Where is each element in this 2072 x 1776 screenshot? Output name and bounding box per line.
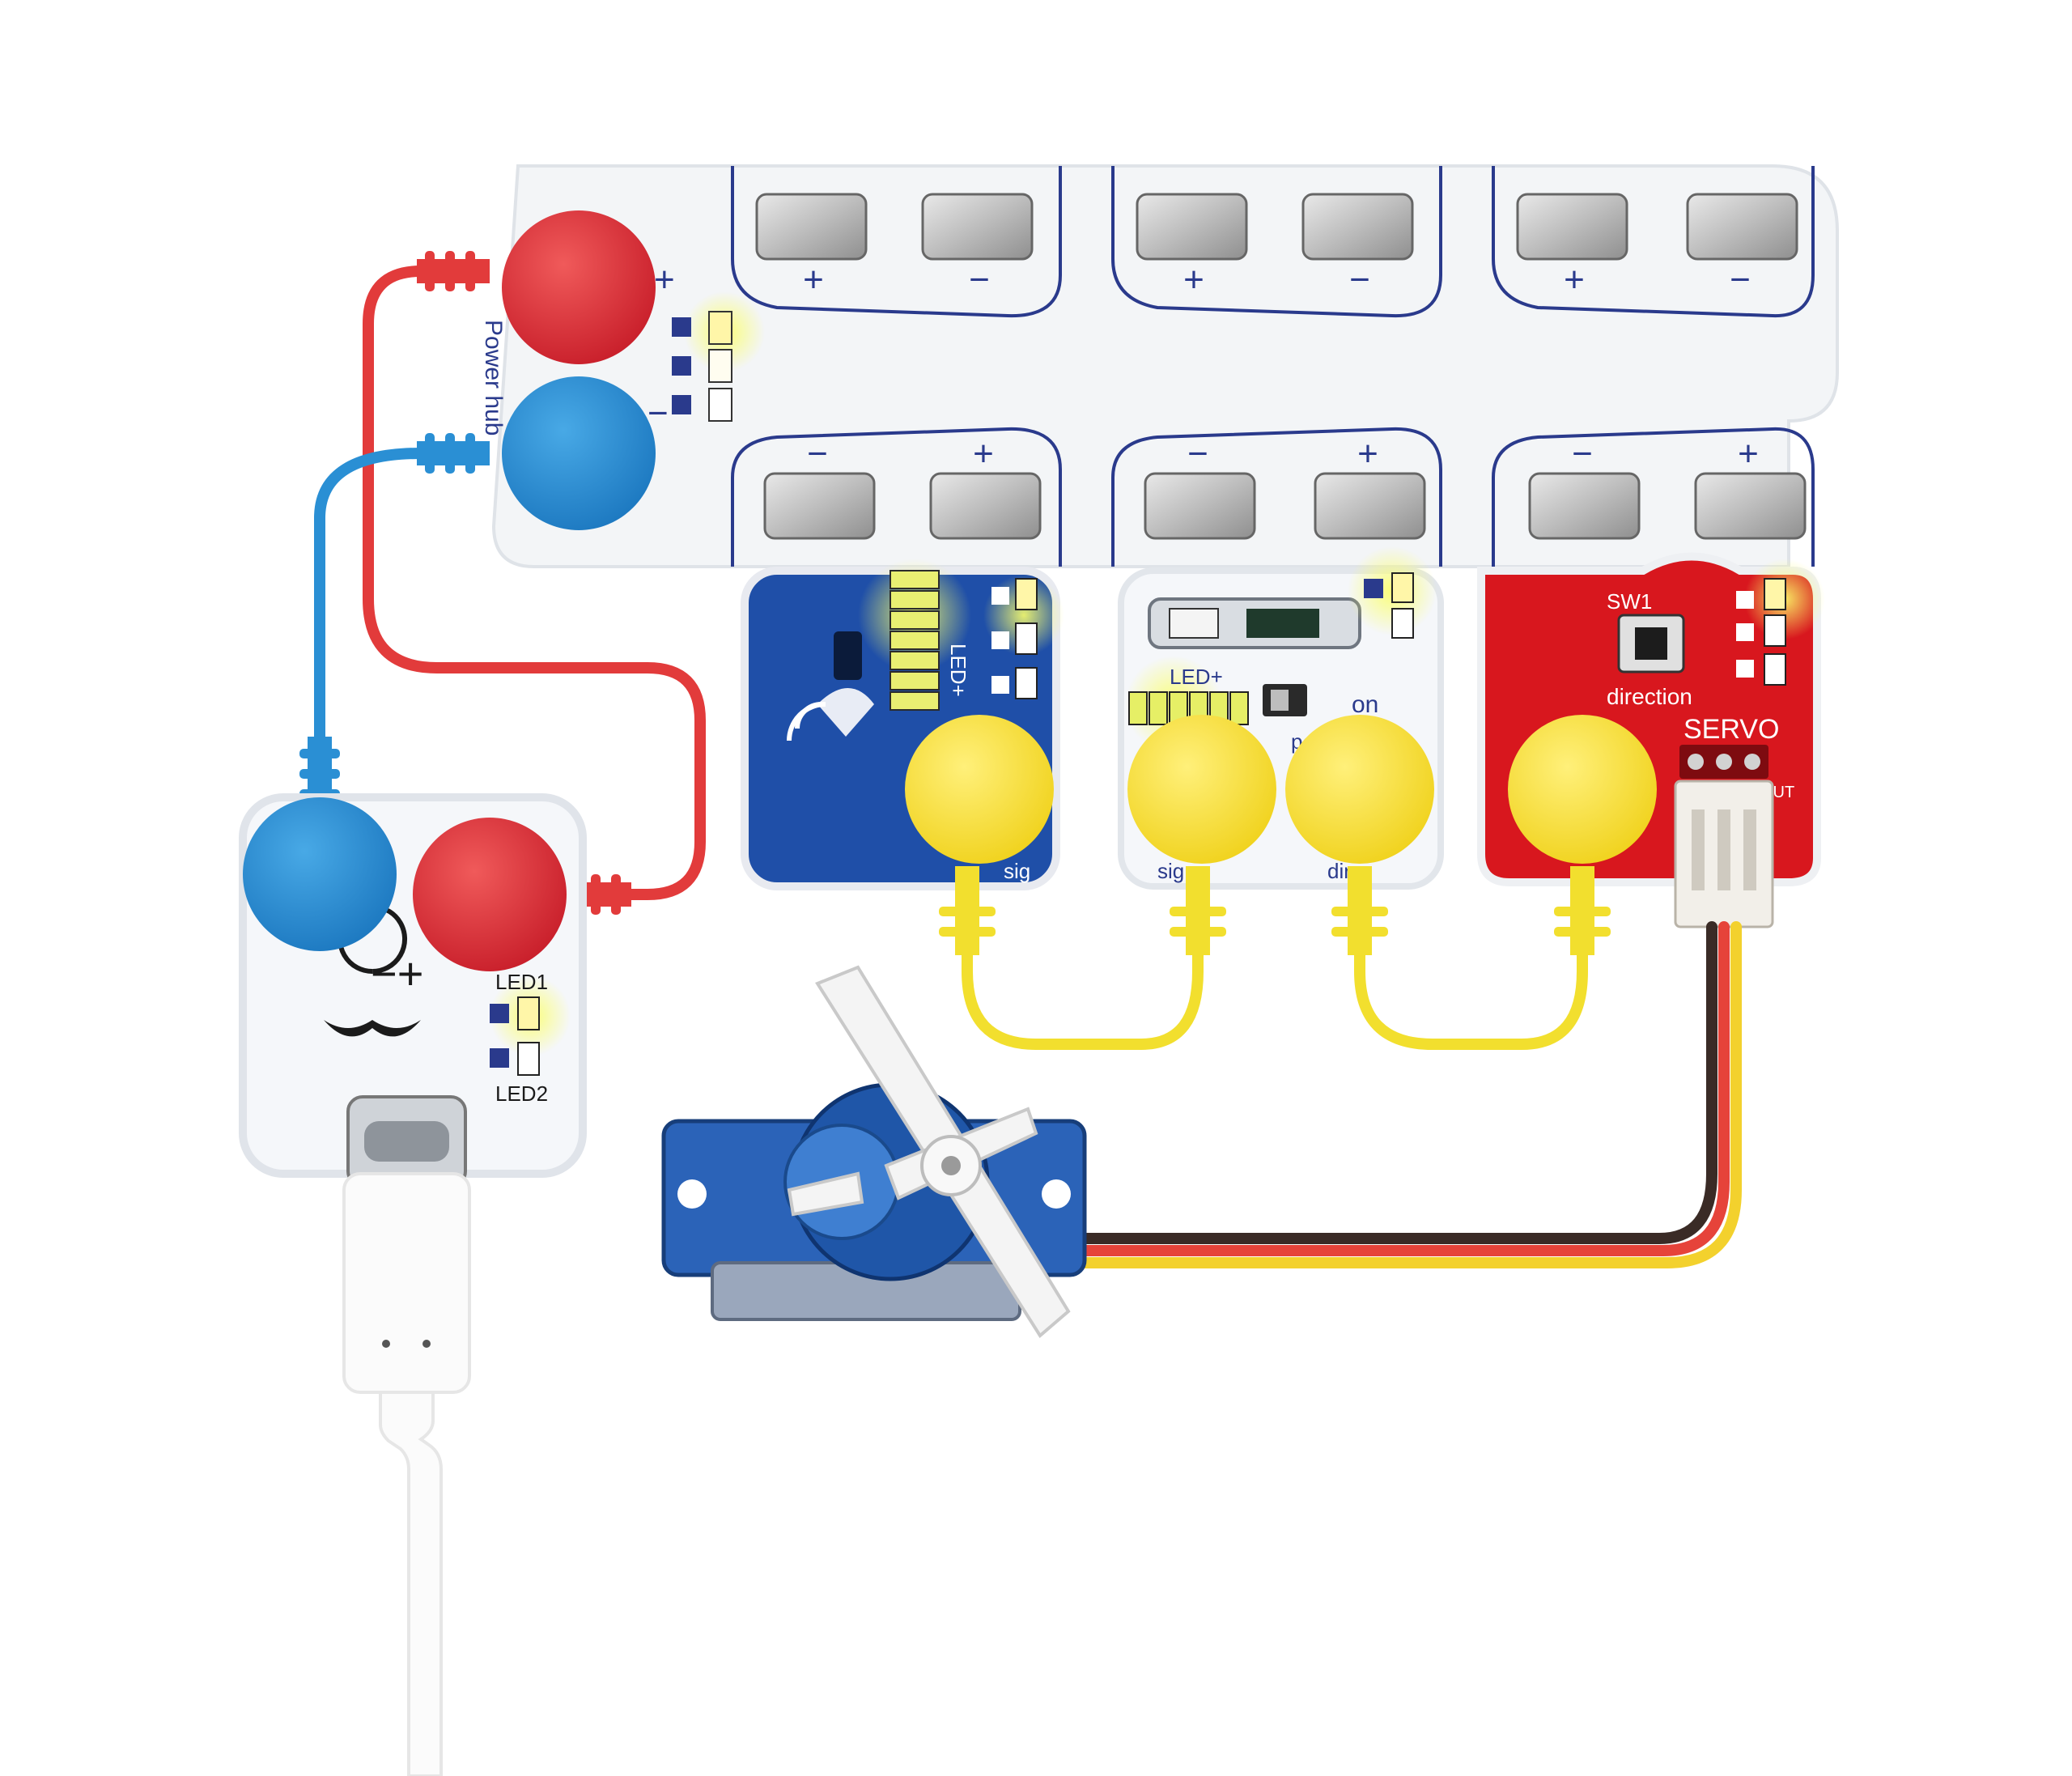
port-sign-top-4: −: [1349, 260, 1370, 300]
port-sign-top-3: +: [1183, 260, 1204, 300]
usb-status-leds: [490, 975, 571, 1076]
mustache-icon: [324, 1020, 421, 1037]
power-wires: [314, 266, 706, 900]
servo-switch-label: SW1: [1607, 589, 1652, 614]
hub-minus-sign: −: [648, 393, 669, 433]
blue-dot-usb-minus[interactable]: [243, 797, 397, 951]
usb-cable: [342, 1172, 471, 1776]
blue-dot-hub-minus[interactable]: [502, 376, 656, 530]
yellow-wires: [962, 877, 1588, 1050]
sound-led-label: LED+: [946, 644, 970, 697]
port-sign-bottom-4: +: [1357, 434, 1378, 474]
port-sign-bottom-6: +: [1738, 434, 1759, 474]
usb-power-module: −+ LED1 LED2: [239, 793, 587, 1188]
square-icon: [672, 356, 691, 376]
check-icon: [672, 317, 691, 337]
servo-motor: [661, 965, 1087, 1339]
red-dot-usb-plus[interactable]: [413, 818, 567, 971]
servo-cable: [1079, 921, 1742, 1268]
servo-direction-label: direction: [1607, 684, 1692, 709]
hub-plus-sign: +: [654, 260, 675, 300]
port-sign-bottom-1: −: [807, 434, 828, 474]
power-hub-board: + − + − + − − + − + − + + − Power hub: [480, 164, 1839, 568]
hub-bottom-pads: [763, 472, 1807, 540]
power-minus-plus-icon: −+: [371, 948, 423, 999]
sensor-chip: [834, 631, 862, 680]
port-sign-bottom-2: +: [973, 434, 994, 474]
port-sign-top-2: −: [969, 260, 990, 300]
cross-icon: [672, 395, 691, 414]
led2-label: LED2: [495, 1081, 548, 1106]
yellow-connectors[interactable]: [905, 715, 1657, 955]
pot-sig-label: sig: [1157, 859, 1184, 883]
hub-power-label: Power hub: [480, 320, 507, 436]
hub-top-pads: [755, 193, 1798, 261]
servo-title-label: SERVO: [1684, 714, 1779, 745]
led1-label: LED1: [495, 970, 548, 994]
sound-sig-label: sig: [1004, 859, 1030, 883]
slider-knob[interactable]: [1169, 608, 1219, 639]
pot-led-label: LED+: [1170, 665, 1223, 689]
port-sign-bottom-5: −: [1572, 434, 1593, 474]
port-sign-top-5: +: [1564, 260, 1585, 300]
servo-status-leds: [1736, 559, 1825, 686]
pot-on-label: on: [1352, 691, 1378, 718]
hub-status-leds: [672, 291, 765, 422]
yellow-dot-sound-sig[interactable]: [905, 715, 1054, 864]
speaker-icon: [817, 688, 874, 737]
yellow-dot-pot-dir[interactable]: [1285, 715, 1434, 864]
sound-status-leds: [983, 575, 1064, 699]
pot-dir-label: dir: [1327, 859, 1351, 883]
yellow-dot-servo-sig[interactable]: [1508, 715, 1657, 864]
port-sign-top-1: +: [803, 260, 824, 300]
port-sign-top-6: −: [1730, 260, 1751, 300]
red-dot-hub-plus[interactable]: [502, 210, 656, 364]
port-sign-bottom-3: −: [1187, 434, 1208, 474]
servo-header-pins: [1679, 745, 1768, 779]
pot-status-leds: [1348, 546, 1437, 639]
yellow-dot-pot-sig[interactable]: [1127, 715, 1276, 864]
